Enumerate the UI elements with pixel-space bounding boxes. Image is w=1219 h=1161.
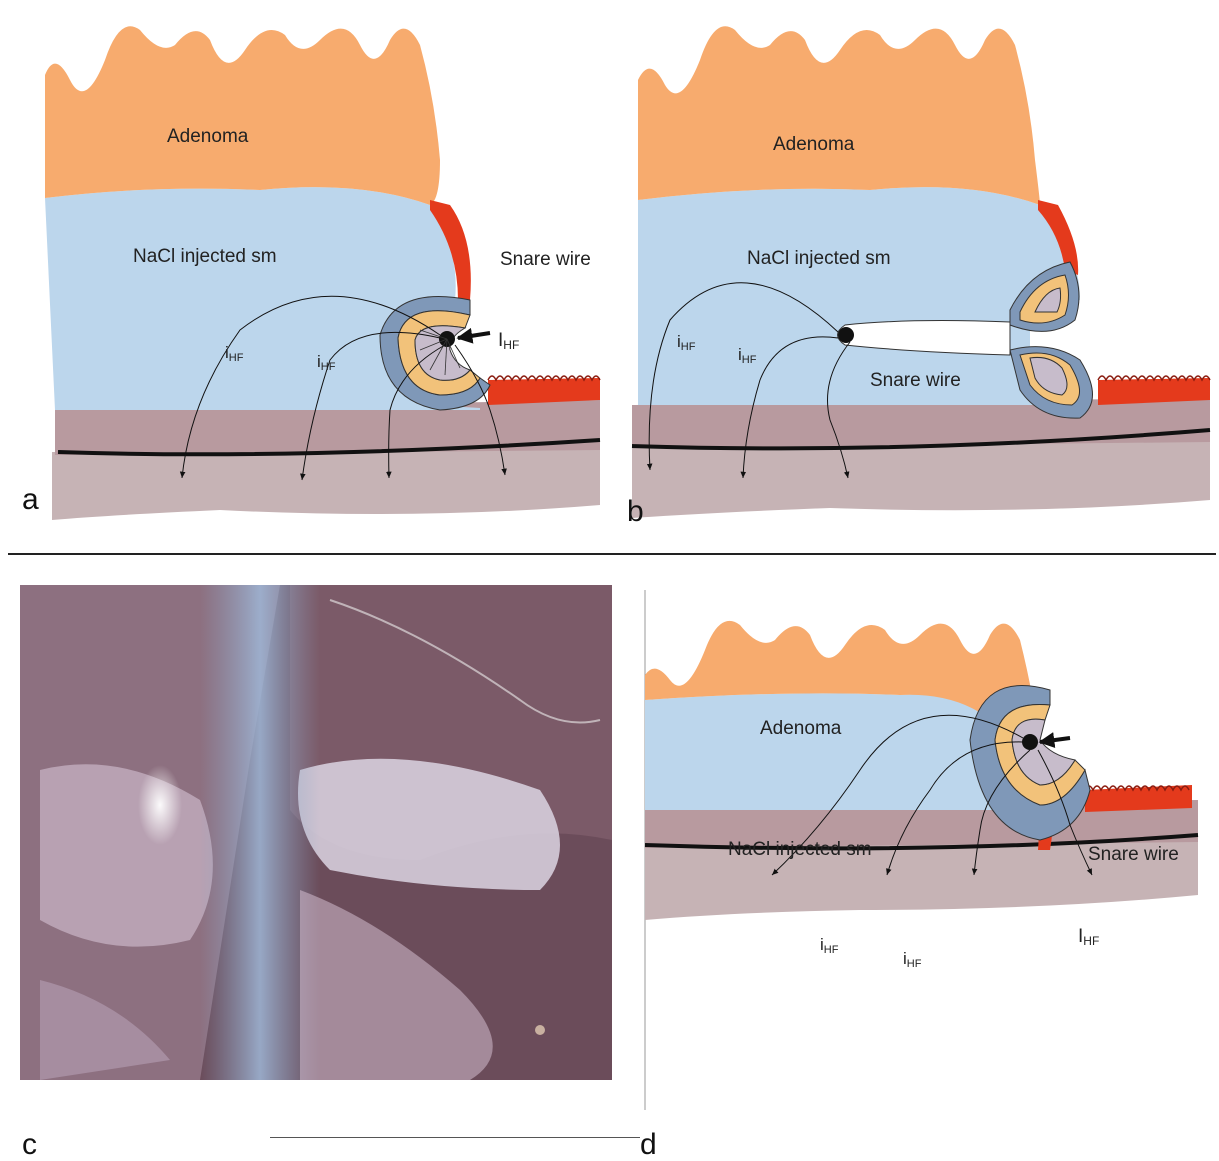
panel-d-illustration: Adenoma NaCl injected sm Snare wire IHF …	[640, 590, 1219, 1120]
main-current-arrow	[1040, 738, 1070, 742]
adenoma-label: Adenoma	[760, 718, 842, 739]
panel-c: c	[0, 560, 640, 1160]
panel-c-letter: c	[22, 1130, 37, 1160]
panel-b-illustration: Adenoma NaCl injected sm Snare wire iHF …	[610, 0, 1219, 545]
adenoma-region	[45, 26, 440, 205]
endoscopic-photo	[0, 560, 640, 1090]
adenoma-label: Adenoma	[167, 126, 249, 147]
scale-bar	[270, 1137, 640, 1138]
panel-d: Adenoma NaCl injected sm Snare wire IHF …	[640, 590, 1219, 1160]
horizontal-divider	[8, 553, 1216, 555]
submucosa-label: NaCl injected sm	[728, 839, 872, 860]
panel-d-letter: d	[640, 1130, 657, 1160]
panel-a-letter: a	[22, 485, 39, 515]
snare-wire-label: Snare wire	[870, 370, 961, 391]
panel-a-illustration: Adenoma NaCl injected sm Snare wire IHF …	[0, 0, 610, 545]
submucosa-label: NaCl injected sm	[133, 246, 277, 267]
panel-a: Adenoma NaCl injected sm Snare wire IHF …	[0, 0, 610, 545]
adenoma-label: Adenoma	[773, 134, 855, 155]
panel-b: Adenoma NaCl injected sm Snare wire iHF …	[610, 0, 1219, 545]
snare-wire-cross-section	[838, 327, 854, 343]
submucosa-label: NaCl injected sm	[747, 248, 891, 269]
adenoma-region	[638, 26, 1040, 205]
current-label-2: iHF	[903, 949, 922, 970]
panel-b-letter: b	[627, 497, 644, 527]
main-current-arrow	[458, 333, 490, 338]
current-main-label: IHF	[1078, 926, 1099, 948]
snare-wire-label: Snare wire	[1088, 844, 1179, 865]
serosa-layer	[52, 448, 600, 520]
snare-wire-label: Snare wire	[500, 249, 591, 270]
current-main-label: IHF	[498, 330, 519, 352]
muscularis-layer	[632, 398, 1210, 448]
serosa-layer	[632, 440, 1210, 518]
current-label-1: iHF	[820, 935, 839, 956]
snare-wire-cross-section	[1022, 734, 1038, 750]
